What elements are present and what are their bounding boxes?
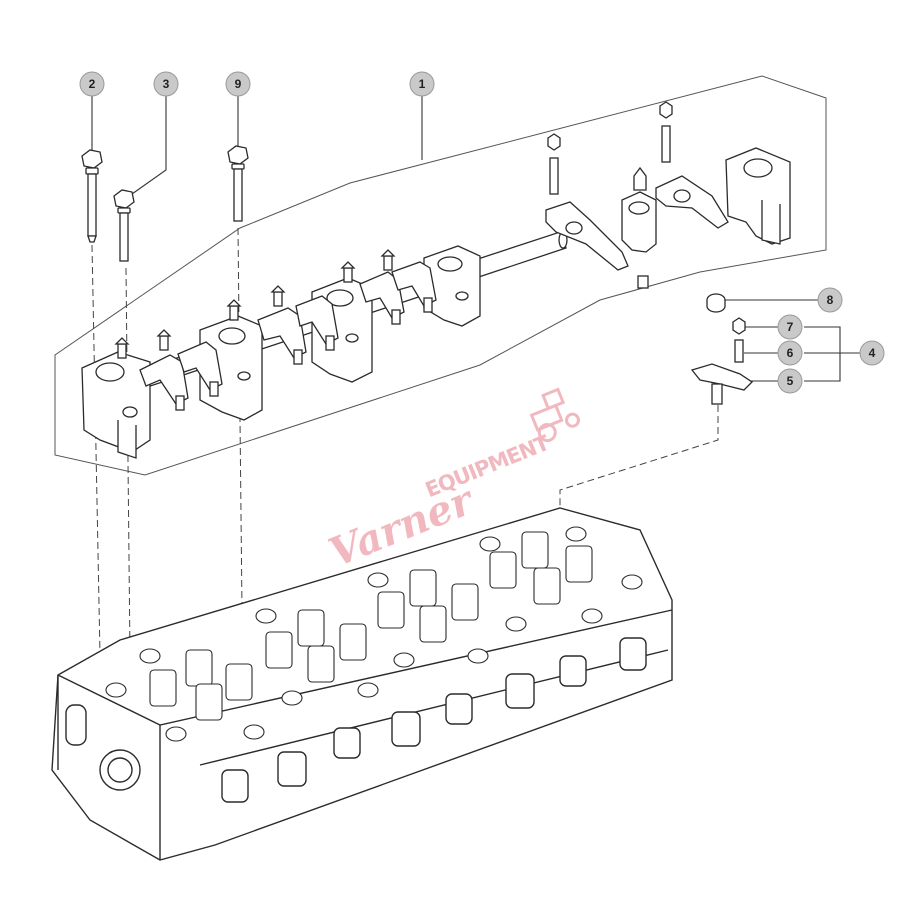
rocker-shaft-assembly [81, 231, 568, 459]
callout-1: 1 [409, 71, 435, 97]
callout-5: 5 [777, 368, 803, 394]
callout-1-label: 1 [419, 77, 426, 91]
bolt-part-3 [113, 189, 135, 262]
rocker-assembly-outline [54, 75, 827, 476]
head-bolts [105, 526, 643, 742]
callouts: 2 3 9 1 8 7 6 5 [79, 71, 885, 394]
callout-9: 9 [225, 71, 251, 97]
bolt-part-9 [227, 145, 249, 222]
callout-6: 6 [777, 340, 803, 366]
watermark-block: EQUIPMENT [422, 430, 554, 502]
callout-5-label: 5 [787, 374, 794, 388]
valve-springs [149, 531, 593, 721]
screw-part-6 [734, 339, 744, 363]
small-parts-group [690, 293, 754, 405]
callout-2-label: 2 [89, 77, 96, 91]
callout-3-label: 3 [163, 77, 170, 91]
head-ports [221, 637, 647, 803]
callout-8-label: 8 [827, 293, 834, 307]
callout-7-label: 7 [787, 320, 794, 334]
callout-9-label: 9 [235, 77, 242, 91]
exploded-rocker-parts [545, 101, 791, 289]
callout-8: 8 [817, 287, 843, 313]
callout-6-label: 6 [787, 346, 794, 360]
cylinder-head [51, 507, 673, 861]
callout-4: 4 [859, 340, 885, 366]
callout-7: 7 [777, 314, 803, 340]
tractor-icon [529, 387, 580, 443]
callout-3: 3 [153, 71, 179, 97]
bolt-part-2 [81, 149, 103, 243]
callout-leaders [91, 96, 860, 382]
nut-part-7 [732, 317, 746, 335]
callout-4-label: 4 [869, 346, 876, 360]
callout-2: 2 [79, 71, 105, 97]
adjusting-screws [114, 249, 396, 359]
bridge-part-5 [690, 363, 754, 391]
